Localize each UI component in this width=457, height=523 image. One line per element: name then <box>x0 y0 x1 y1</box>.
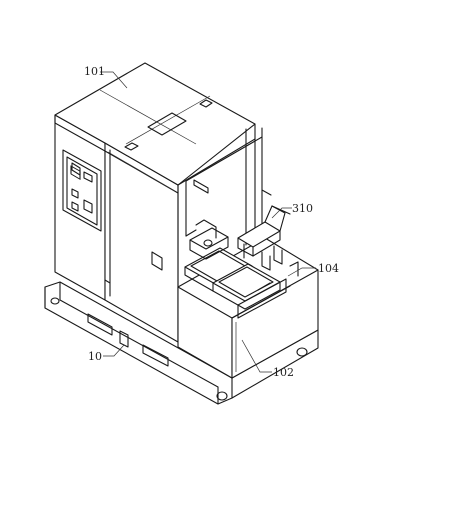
label-10: 10 <box>88 350 102 363</box>
label-102: 102 <box>273 366 294 379</box>
control-panel <box>62 149 102 232</box>
label-104: 104 <box>318 262 339 275</box>
label-310: 310 <box>292 202 313 215</box>
label-101: 101 <box>84 65 105 78</box>
leader-lines <box>100 71 316 373</box>
lower-enclosure <box>177 237 319 379</box>
tray-assembly <box>184 247 299 319</box>
gripper-mechanism <box>185 205 291 271</box>
open-frame <box>177 123 272 343</box>
cabinet-door <box>104 149 176 297</box>
